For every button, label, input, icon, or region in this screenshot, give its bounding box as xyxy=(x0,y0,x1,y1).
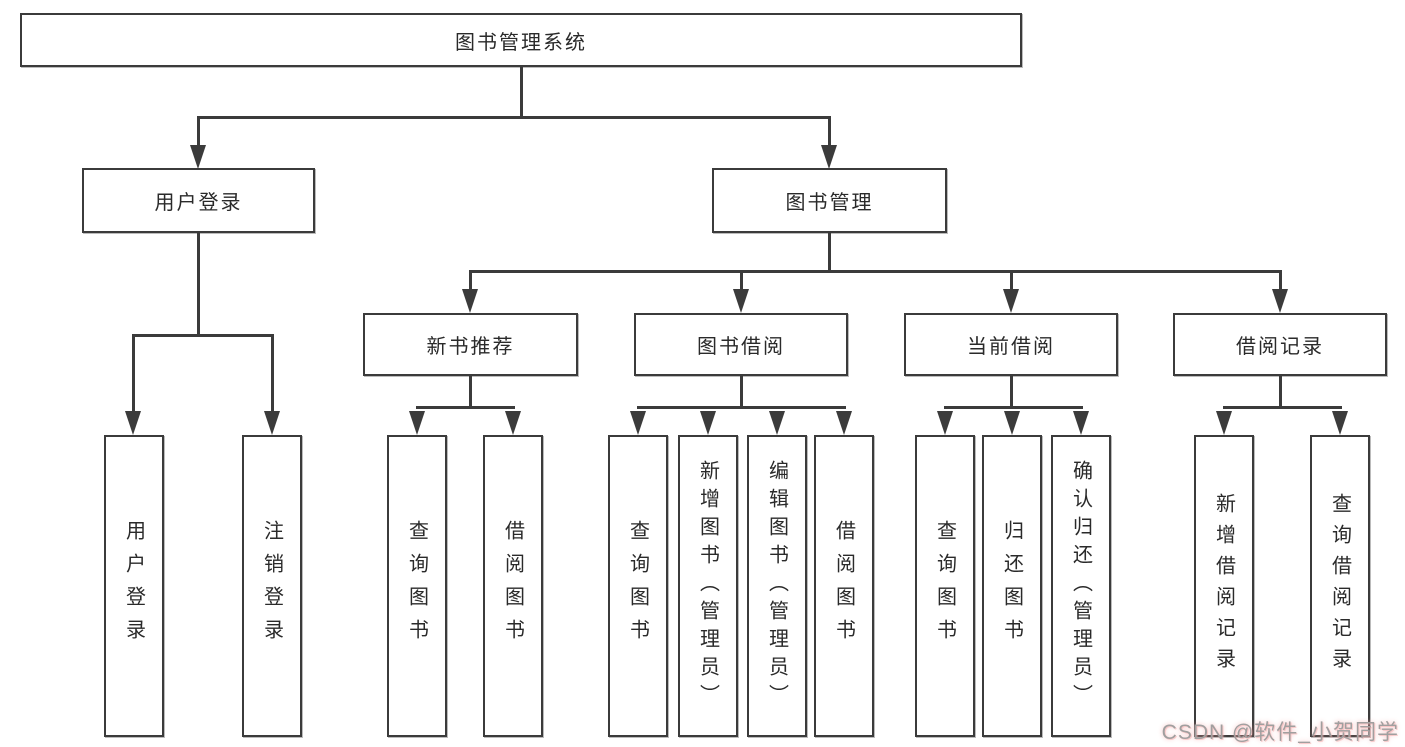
connector-line-vertical xyxy=(469,376,472,408)
leaf-add-books-admin-label: 新增图书（管理员） xyxy=(696,460,719,712)
arrowhead-down-icon xyxy=(733,289,749,313)
arrowhead-down-icon xyxy=(1003,289,1019,313)
leaf-query-books-current: 查询图书 xyxy=(915,435,975,737)
arrowhead-down-icon xyxy=(409,411,425,435)
arrowhead-down-icon xyxy=(700,411,716,435)
leaf-edit-books-admin-label: 编辑图书（管理员） xyxy=(765,460,788,712)
leaf-add-borrow-record-label: 新增借阅记录 xyxy=(1212,493,1235,679)
connector-line-vertical xyxy=(271,335,274,413)
node-borrowing-records: 借阅记录 xyxy=(1173,313,1387,376)
node-user-login: 用户登录 xyxy=(82,168,315,233)
node-new-book-recommend-label: 新书推荐 xyxy=(426,336,515,358)
connector-line-horizontal xyxy=(132,334,274,337)
node-book-borrowing: 图书借阅 xyxy=(634,313,848,376)
leaf-borrow-books: 借阅图书 xyxy=(814,435,874,737)
leaf-query-books-current-label: 查询图书 xyxy=(933,520,956,652)
arrowhead-down-icon xyxy=(821,145,837,169)
arrowhead-down-icon xyxy=(505,411,521,435)
connector-line-vertical xyxy=(1279,271,1282,293)
node-library-system: 图书管理系统 xyxy=(20,13,1022,67)
node-current-borrowing-label: 当前借阅 xyxy=(967,336,1055,358)
leaf-query-borrow-record: 查询借阅记录 xyxy=(1310,435,1370,737)
leaf-return-books-label: 归还图书 xyxy=(1000,520,1023,652)
arrowhead-down-icon xyxy=(836,411,852,435)
node-book-borrowing-label: 图书借阅 xyxy=(697,336,785,358)
connector-line-vertical xyxy=(1010,376,1013,408)
leaf-query-books-recommend: 查询图书 xyxy=(387,435,447,737)
node-borrowing-records-label: 借阅记录 xyxy=(1236,336,1324,358)
arrowhead-down-icon xyxy=(769,411,785,435)
connector-line-horizontal xyxy=(1223,406,1342,409)
leaf-edit-books-admin: 编辑图书（管理员） xyxy=(747,435,807,737)
arrowhead-down-icon xyxy=(1272,289,1288,313)
leaf-confirm-return-admin-label: 确认归还（管理员） xyxy=(1069,460,1092,712)
arrowhead-down-icon xyxy=(125,411,141,435)
node-user-login-label: 用户登录 xyxy=(154,192,243,214)
arrowhead-down-icon xyxy=(190,145,206,169)
arrowhead-down-icon xyxy=(1004,411,1020,435)
leaf-logout: 注销登录 xyxy=(242,435,302,737)
connector-line-vertical xyxy=(828,233,831,272)
arrowhead-down-icon xyxy=(1073,411,1089,435)
leaf-user-login: 用户登录 xyxy=(104,435,164,737)
leaf-borrow-books-recommend-label: 借阅图书 xyxy=(501,520,524,652)
connector-line-horizontal xyxy=(197,116,831,119)
node-new-book-recommend: 新书推荐 xyxy=(363,313,578,376)
connector-line-vertical xyxy=(828,117,831,150)
leaf-logout-label: 注销登录 xyxy=(260,520,283,652)
leaf-query-books-borrowing: 查询图书 xyxy=(608,435,668,737)
connector-line-horizontal xyxy=(416,406,515,409)
leaf-add-borrow-record: 新增借阅记录 xyxy=(1194,435,1254,737)
connector-line-horizontal xyxy=(637,406,846,409)
leaf-user-login-label: 用户登录 xyxy=(122,520,145,652)
leaf-query-books-borrowing-label: 查询图书 xyxy=(626,520,649,652)
connector-line-vertical xyxy=(197,233,200,335)
arrowhead-down-icon xyxy=(630,411,646,435)
node-book-management-label: 图书管理 xyxy=(785,192,874,214)
csdn-watermark: CSDN @软件_小贺同学 xyxy=(1161,721,1399,744)
node-book-management: 图书管理 xyxy=(712,168,947,233)
connector-line-vertical xyxy=(132,335,135,413)
leaf-borrow-books-label: 借阅图书 xyxy=(832,520,855,652)
connector-line-vertical xyxy=(469,271,472,293)
connector-line-vertical xyxy=(1010,271,1013,293)
leaf-confirm-return-admin: 确认归还（管理员） xyxy=(1051,435,1111,737)
connector-line-vertical xyxy=(197,117,200,149)
leaf-borrow-books-recommend: 借阅图书 xyxy=(483,435,543,737)
connector-line-vertical xyxy=(740,376,743,408)
leaf-query-borrow-record-label: 查询借阅记录 xyxy=(1328,493,1351,679)
connector-line-horizontal xyxy=(469,270,1282,273)
arrowhead-down-icon xyxy=(264,411,280,435)
connector-line-vertical xyxy=(520,67,523,117)
connector-line-vertical xyxy=(740,271,743,293)
leaf-add-books-admin: 新增图书（管理员） xyxy=(678,435,738,737)
arrowhead-down-icon xyxy=(462,289,478,313)
node-current-borrowing: 当前借阅 xyxy=(904,313,1118,376)
node-library-system-label: 图书管理系统 xyxy=(455,31,587,54)
connector-line-horizontal xyxy=(944,406,1083,409)
arrowhead-down-icon xyxy=(1332,411,1348,435)
leaf-query-books-recommend-label: 查询图书 xyxy=(405,520,428,652)
arrowhead-down-icon xyxy=(937,411,953,435)
leaf-return-books: 归还图书 xyxy=(982,435,1042,737)
connector-line-vertical xyxy=(1279,376,1282,408)
arrowhead-down-icon xyxy=(1216,411,1232,435)
